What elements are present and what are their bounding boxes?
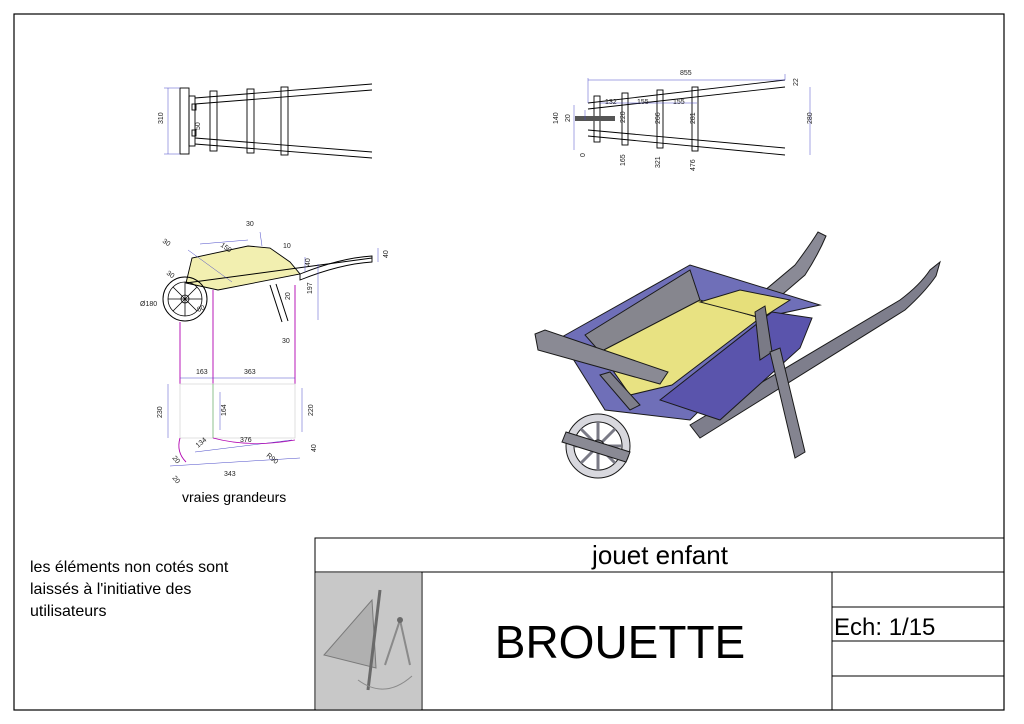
- dim-plan-155b: 155: [673, 99, 685, 106]
- dim-flat-20b: 20: [170, 475, 180, 486]
- dim-side-10: 10: [283, 243, 291, 250]
- dim-flat-20a: 20: [170, 455, 180, 466]
- dim-plan-0: 0: [580, 153, 587, 157]
- dim-plan-140: 140: [553, 112, 560, 124]
- dim-flat-363: 363: [244, 369, 256, 376]
- dim-plan-266: 266: [655, 112, 662, 124]
- dim-side-30c: 30: [165, 270, 175, 280]
- dim-flat-164: 164: [221, 404, 228, 416]
- dim-side-wheel-diameter: Ø180: [140, 301, 157, 308]
- dim-flat-134: 134: [195, 437, 209, 450]
- title-project: jouet enfant: [591, 540, 729, 570]
- dim-flat-376: 376: [240, 437, 252, 444]
- dim-side-30d: 30: [282, 338, 290, 345]
- dim-side-30b: 30: [246, 221, 254, 228]
- dim-plan-155a: 155: [637, 99, 649, 106]
- dim-flat-220: 220: [308, 404, 315, 416]
- dim-plan-22: 22: [793, 78, 800, 86]
- isometric-render: [534, 231, 941, 479]
- flat-pattern-view: [167, 377, 303, 467]
- title-block: [314, 537, 1005, 711]
- true-size-caption: vraies grandeurs: [182, 489, 287, 505]
- dim-side-40a: 40: [383, 250, 390, 258]
- dim-flat-163: 163: [196, 369, 208, 376]
- dim-side-20: 20: [285, 292, 292, 300]
- title-scale: Ech: 1/15: [834, 614, 935, 641]
- dim-plan-220: 220: [620, 111, 627, 123]
- dim-plan-132: 132: [605, 99, 617, 106]
- top-view: [164, 83, 373, 159]
- title-name: BROUETTE: [495, 616, 745, 668]
- dim-side-60: 60: [196, 305, 206, 314]
- dim-top-310: 310: [158, 112, 165, 124]
- dimension-note: les éléments non cotés sont laissés à l'…: [30, 559, 229, 620]
- dim-plan-20: 20: [565, 114, 572, 122]
- side-view: [162, 231, 379, 384]
- dim-plan-280: 280: [807, 112, 814, 124]
- dim-plan-165: 165: [620, 154, 627, 166]
- compass-and-set-square-icon: [316, 573, 421, 709]
- dim-side-40b: 40: [305, 258, 312, 266]
- dim-plan-855: 855: [680, 70, 692, 77]
- dim-plan-281: 281: [690, 112, 697, 124]
- dim-side-197: 197: [307, 282, 314, 294]
- dim-flat-40: 40: [311, 444, 318, 452]
- dim-flat-230: 230: [157, 406, 164, 418]
- dim-top-50: 50: [195, 122, 202, 130]
- dim-flat-r90: R90: [265, 452, 279, 466]
- plan-view: [573, 74, 811, 156]
- dim-plan-476: 476: [690, 159, 697, 171]
- dim-side-30a: 30: [161, 238, 171, 248]
- dim-flat-343: 343: [224, 471, 236, 478]
- dim-plan-321: 321: [655, 156, 662, 168]
